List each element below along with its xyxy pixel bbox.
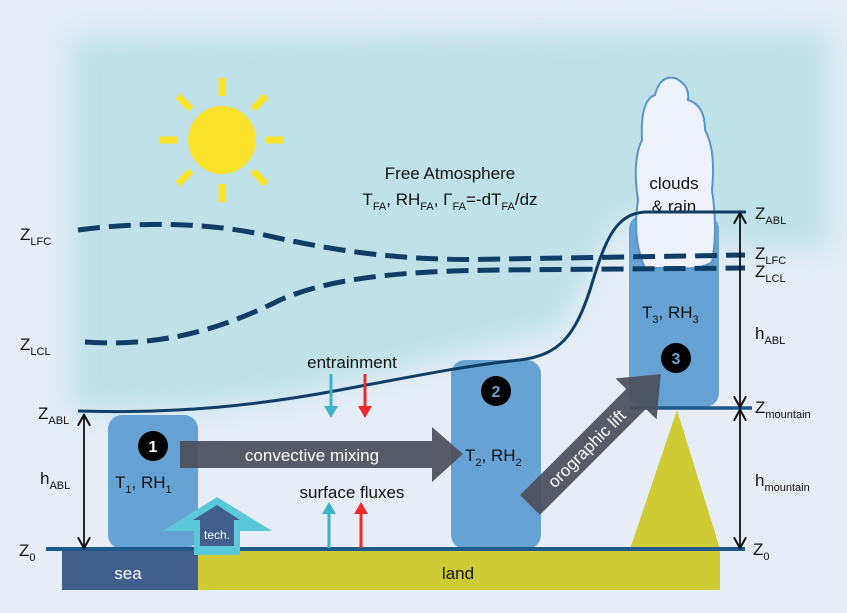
sea-label: sea: [114, 564, 142, 583]
mountain: [630, 410, 720, 549]
clouds-label: clouds: [649, 174, 698, 193]
tech-label: tech.: [204, 528, 230, 542]
entrainment-label: entrainment: [307, 353, 397, 372]
svg-text:1: 1: [149, 439, 158, 456]
surface-fluxes-label: surface fluxes: [300, 483, 405, 502]
lcl-line: [84, 265, 746, 346]
left-h-abl-label: hABL: [40, 469, 70, 492]
right-z-abl-label: ZABL: [755, 204, 786, 227]
left-z-abl-label: ZABL: [38, 404, 69, 427]
free-atmosphere-variables: TFA, RHFA, ΓFA=-dTFA/dz: [362, 190, 537, 213]
left-z-lcl-label: ZLCL: [20, 335, 51, 358]
surface-heat-flux-arrow: [354, 502, 368, 548]
left-z0-label: Z0: [19, 541, 36, 564]
abl-top-line: [77, 210, 746, 414]
right-h-mountain-label: hmountain: [755, 471, 810, 494]
convective-mixing-arrow: [180, 427, 463, 482]
tech-arrow-inner: [193, 505, 240, 546]
column-2-variables: T2, RH2: [465, 446, 522, 469]
orographic-lift-label: orographic lift: [544, 406, 630, 492]
column-1-badge: 1: [138, 431, 168, 461]
right-z-lcl-label: ZLCL: [755, 262, 786, 285]
entrainment-moisture-arrow: [324, 374, 338, 418]
right-z-lfc-label: ZLFC: [755, 244, 786, 267]
column-3-variables: T3, RH3: [642, 303, 699, 326]
free-atmosphere-title: Free Atmosphere: [385, 164, 515, 183]
column-3-badge: 3: [661, 343, 691, 373]
air-column-2: [451, 360, 541, 549]
lfc-line: [77, 221, 746, 262]
column-2-badge: 2: [481, 376, 511, 406]
sun-icon: [160, 78, 284, 202]
air-column-1: [108, 415, 198, 549]
convective-mixing-label: convective mixing: [245, 446, 379, 465]
svg-text:2: 2: [492, 384, 501, 401]
free-atmosphere-sky: [70, 30, 830, 412]
cloud: [634, 76, 716, 270]
right-z0-label: Z0: [753, 540, 770, 563]
right-z-mountain-label: Zmountain: [755, 398, 811, 421]
land-surface: [198, 551, 720, 590]
surface-moisture-flux-arrow: [322, 502, 336, 548]
sea-surface: [62, 551, 198, 590]
left-z-lfc-label: ZLFC: [20, 225, 51, 248]
right-h-abl-label: hABL: [755, 324, 785, 347]
svg-text:3: 3: [672, 351, 681, 368]
column-1-variables: T1, RH1: [115, 473, 172, 496]
entrainment-heat-arrow: [358, 374, 372, 418]
land-label: land: [442, 564, 474, 583]
